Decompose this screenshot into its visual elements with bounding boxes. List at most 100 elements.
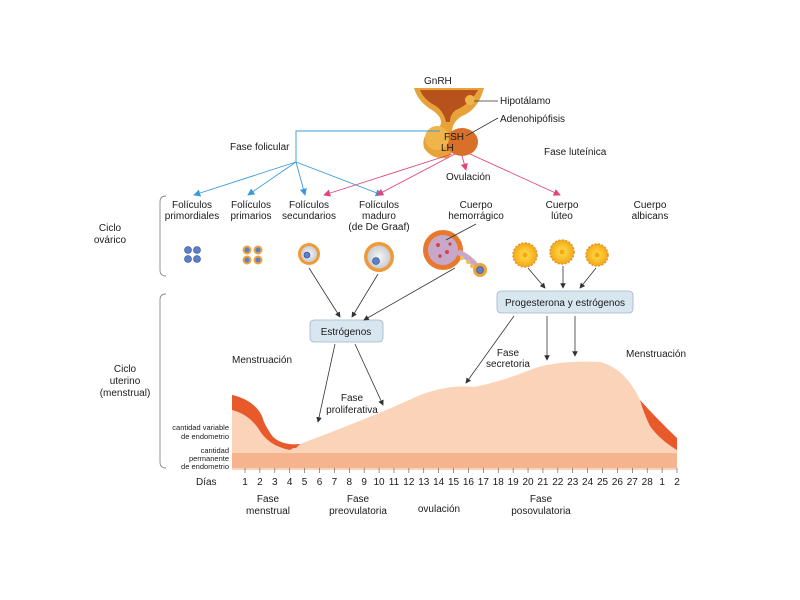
menstrual-phase-2: menstrual (246, 506, 290, 517)
stage-5-line-1: Cuerpo (460, 200, 493, 211)
stage-1-line-1: Folículos (172, 200, 212, 211)
proliferative-phase-2: proliferativa (326, 405, 378, 416)
stage-4-line-3: (de De Graaf) (348, 222, 409, 233)
day-tick-label: 16 (463, 477, 475, 488)
day-tick-label: 17 (478, 477, 490, 488)
variable-endometrium-2: de endometrio (181, 432, 229, 441)
ovulation-phase: ovulación (418, 504, 460, 515)
day-tick-label: 4 (287, 477, 293, 488)
day-tick-label: 27 (627, 477, 639, 488)
ovarian-title-2: ovárico (94, 235, 127, 246)
stage-3-line-2: secundarios (282, 211, 336, 222)
day-tick-label: 18 (493, 477, 505, 488)
estrogens-box-label: Estrógenos (321, 327, 372, 338)
day-tick-label: 13 (418, 477, 430, 488)
gnrh-label: GnRH (424, 76, 452, 87)
day-tick-label: 25 (597, 477, 609, 488)
preovulatory-phase-1: Fase (347, 494, 370, 505)
menstruation-label-left: Menstruación (232, 355, 292, 366)
fsh-arrows (193, 130, 440, 197)
day-tick-label: 12 (403, 477, 415, 488)
day-tick-label: 2 (674, 477, 680, 488)
stage-4-line-2: maduro (362, 211, 396, 222)
menstrual-phase-1: Fase (257, 494, 280, 505)
secretory-phase-2: secretoria (486, 359, 530, 370)
day-tick-label: 20 (522, 477, 534, 488)
day-tick-label: 9 (361, 477, 367, 488)
day-tick-label: 26 (612, 477, 624, 488)
corpus-luteum-icon (512, 239, 609, 268)
preovulatory-phase-2: preovulatoria (329, 506, 387, 517)
day-tick-label: 6 (317, 477, 323, 488)
stage-1-line-2: primordiales (165, 211, 219, 222)
permanent-endometrium-1: cantidad (201, 446, 229, 455)
uterine-title-2: uterino (110, 376, 141, 387)
mature-follicle-icon (364, 242, 394, 272)
permanent-endometrium-2: permanente (189, 454, 229, 463)
proliferative-phase-1: Fase (341, 393, 364, 404)
menstruation-label-right: Menstruación (626, 349, 686, 360)
follicular-phase-label: Fase folicular (230, 142, 290, 153)
hypothalamus-label: Hipotálamo (500, 96, 551, 107)
primary-follicles-icon (242, 245, 263, 265)
day-tick-label: 22 (552, 477, 564, 488)
ovarian-stage-labels: Folículos primordiales Folículos primari… (165, 200, 669, 233)
day-tick-label: 19 (508, 477, 520, 488)
day-tick-label: 7 (332, 477, 338, 488)
postovulatory-phase-1: Fase (530, 494, 553, 505)
day-tick-label: 11 (389, 477, 400, 488)
stage-7-line-1: Cuerpo (634, 200, 667, 211)
pituitary-gland (414, 88, 484, 159)
hormone-arrows (308, 266, 597, 423)
stage-2-line-1: Folículos (231, 200, 271, 211)
ovulation-label: Ovulación (446, 172, 490, 183)
fsh-label: FSH (444, 132, 464, 143)
day-tick-label: 10 (374, 477, 386, 488)
endometrium-area (232, 361, 677, 470)
day-tick-label: 3 (272, 477, 278, 488)
menses-end (640, 400, 677, 450)
day-tick-label: 1 (659, 477, 665, 488)
corpus-hemorrhagicum-icon (423, 223, 487, 277)
luteal-phase-label: Fase luteínica (544, 147, 607, 158)
uterine-bracket (159, 293, 167, 469)
day-tick-label: 5 (302, 477, 308, 488)
day-tick-label: 23 (567, 477, 579, 488)
primordial-follicles-icon (184, 246, 201, 263)
stage-6-line-2: lúteo (551, 211, 573, 222)
stage-5-line-2: hemorrágico (448, 211, 504, 222)
uterine-title-3: (menstrual) (100, 388, 151, 399)
secondary-follicle-icon (298, 243, 320, 265)
stage-2-line-2: primarios (230, 211, 271, 222)
progesterone-estrogens-box: Progesterona y estrógenos (496, 290, 634, 314)
days-label: Días (196, 477, 217, 488)
uterine-title-1: Ciclo (114, 364, 137, 375)
lh-arrows (323, 153, 561, 197)
stage-4-line-1: Folículos (359, 200, 399, 211)
progesterone-estrogens-label: Progesterona y estrógenos (505, 298, 625, 309)
day-tick-label: 15 (448, 477, 460, 488)
day-tick-label: 1 (242, 477, 248, 488)
estrogens-box: Estrógenos (309, 319, 384, 343)
permanent-endometrium-3: de endometrio (181, 462, 229, 471)
adenohypophysis-label: Adenohipófisis (500, 114, 565, 125)
stage-7-line-2: albicans (632, 211, 669, 222)
day-tick-label: 2 (257, 477, 263, 488)
menses-start-fill (232, 395, 300, 450)
adenohypophysis-pointer (465, 117, 499, 137)
permanent-endometrium (232, 453, 677, 468)
ovarian-bracket (159, 195, 167, 277)
stage-3-line-1: Folículos (289, 200, 329, 211)
secretory-phase-1: Fase (497, 348, 520, 359)
day-tick-label: 24 (582, 477, 594, 488)
lh-label: LH (441, 143, 454, 154)
postovulatory-phase-2: posovulatoria (511, 506, 571, 517)
day-tick-label: 14 (433, 477, 445, 488)
day-tick-label: 21 (537, 477, 549, 488)
day-tick-label: 28 (642, 477, 654, 488)
day-tick-label: 8 (346, 477, 352, 488)
stage-6-line-1: Cuerpo (546, 200, 579, 211)
